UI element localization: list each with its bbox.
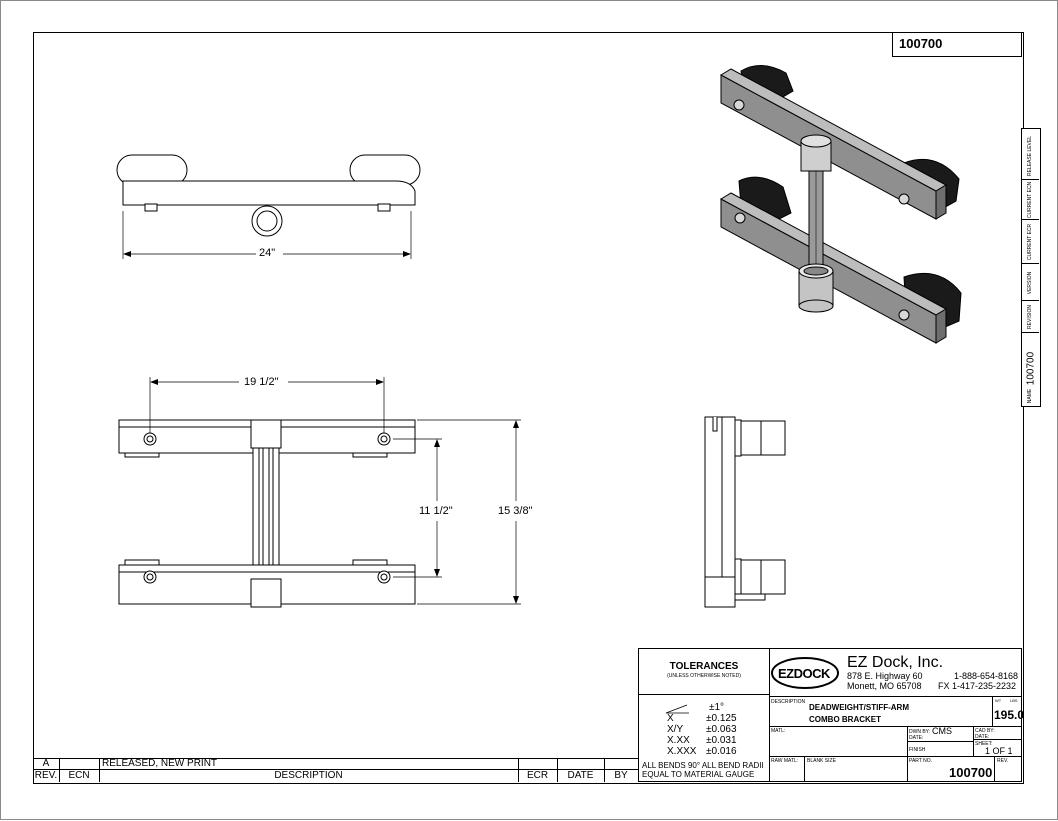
sheet-value: 1 OF 1 <box>985 746 1013 756</box>
revision-header-by: BY <box>614 770 628 781</box>
dwn-by-value: CMS <box>932 726 952 736</box>
company-fax: FX 1-417-235-2232 <box>938 681 1017 691</box>
drawing-number-top: 100700 <box>899 36 943 51</box>
description-line1: DEADWEIGHT/STIFF-ARM <box>809 703 909 712</box>
dwn-by-label: DWN BY: <box>909 729 931 735</box>
revision-row-description: RELEASED, NEW PRINT <box>102 758 218 769</box>
company-name: EZ Dock, Inc. <box>847 654 944 671</box>
company-logo-text: EZDOCK <box>778 666 830 681</box>
dimension-overall-height: 15 3/8" <box>498 505 533 517</box>
company-address2: Monett, MO 65708 <box>847 681 922 691</box>
drawing-number-box <box>892 32 1022 57</box>
tolerance-xxx-value: ±0.031 <box>706 735 737 746</box>
description-label: DESCRIPTION <box>771 699 806 705</box>
revision-header-date: DATE <box>567 770 594 781</box>
part-no-label: PART NO. <box>909 758 933 764</box>
company-address1: 878 E. Highway 60 <box>847 671 923 681</box>
tolerances-title: TOLERANCES <box>669 661 739 672</box>
revision-header-ecn: ECN <box>68 770 90 781</box>
sheet-label: SHEET: <box>975 741 993 747</box>
tolerance-note-line1: ALL BENDS 90° ALL BEND RADII <box>642 761 764 770</box>
tolerance-note-line2: EQUAL TO MATERIAL GAUGE <box>642 770 755 779</box>
description-line2: COMBO BRACKET <box>809 715 881 724</box>
tolerance-angle-value: ±1° <box>709 702 725 713</box>
lbs-label: LBS <box>1010 698 1018 703</box>
revision-table <box>33 758 638 783</box>
dimension-width-top: 24" <box>259 247 276 259</box>
tolerance-x-value: ±0.125 <box>706 713 737 724</box>
angle-icon <box>665 704 689 714</box>
title-block <box>769 648 1022 782</box>
company-phone: 1-888-654-8168 <box>954 671 1019 681</box>
matl-label: MATL: <box>771 728 786 734</box>
revision-header-rev: REV. <box>34 770 58 781</box>
date-label: DATE: <box>909 735 924 741</box>
side-tab <box>1021 128 1041 407</box>
tolerance-x-label: X <box>667 713 674 724</box>
tolerance-xxxx-value: ±0.016 <box>706 746 737 757</box>
revision-header-ecr: ECR <box>526 770 549 781</box>
revision-header-description: DESCRIPTION <box>274 770 343 781</box>
cad-date-label: DATE: <box>975 734 990 740</box>
drawing-frame <box>33 32 1024 784</box>
tolerances-subtitle: (UNLESS OTHERWISE NOTED) <box>667 673 741 679</box>
tolerance-xy-label: X/Y <box>667 724 684 735</box>
finish-label: FINISH <box>909 747 926 753</box>
cad-by-label: CAD BY: <box>975 728 995 734</box>
revision-row-rev: A <box>42 758 50 769</box>
part-no-value: 100700 <box>949 765 993 780</box>
raw-matl-label: RAW MATL: <box>771 758 799 764</box>
tolerance-xy-value: ±0.063 <box>706 724 737 735</box>
weight-label: WT <box>995 698 1002 703</box>
rev-label: REV. <box>997 758 1009 764</box>
dimension-hole-spacing: 19 1/2" <box>244 376 279 388</box>
weight-value: 195.0 <box>994 708 1025 722</box>
blank-size-label: BLANK SIZE <box>807 758 836 764</box>
ezdock-logo <box>771 657 839 689</box>
tolerance-xxxx-label: X.XXX <box>667 746 697 757</box>
dimension-inner-height: 11 1/2" <box>419 505 453 517</box>
tolerance-xxx-label: X.XX <box>667 735 690 746</box>
